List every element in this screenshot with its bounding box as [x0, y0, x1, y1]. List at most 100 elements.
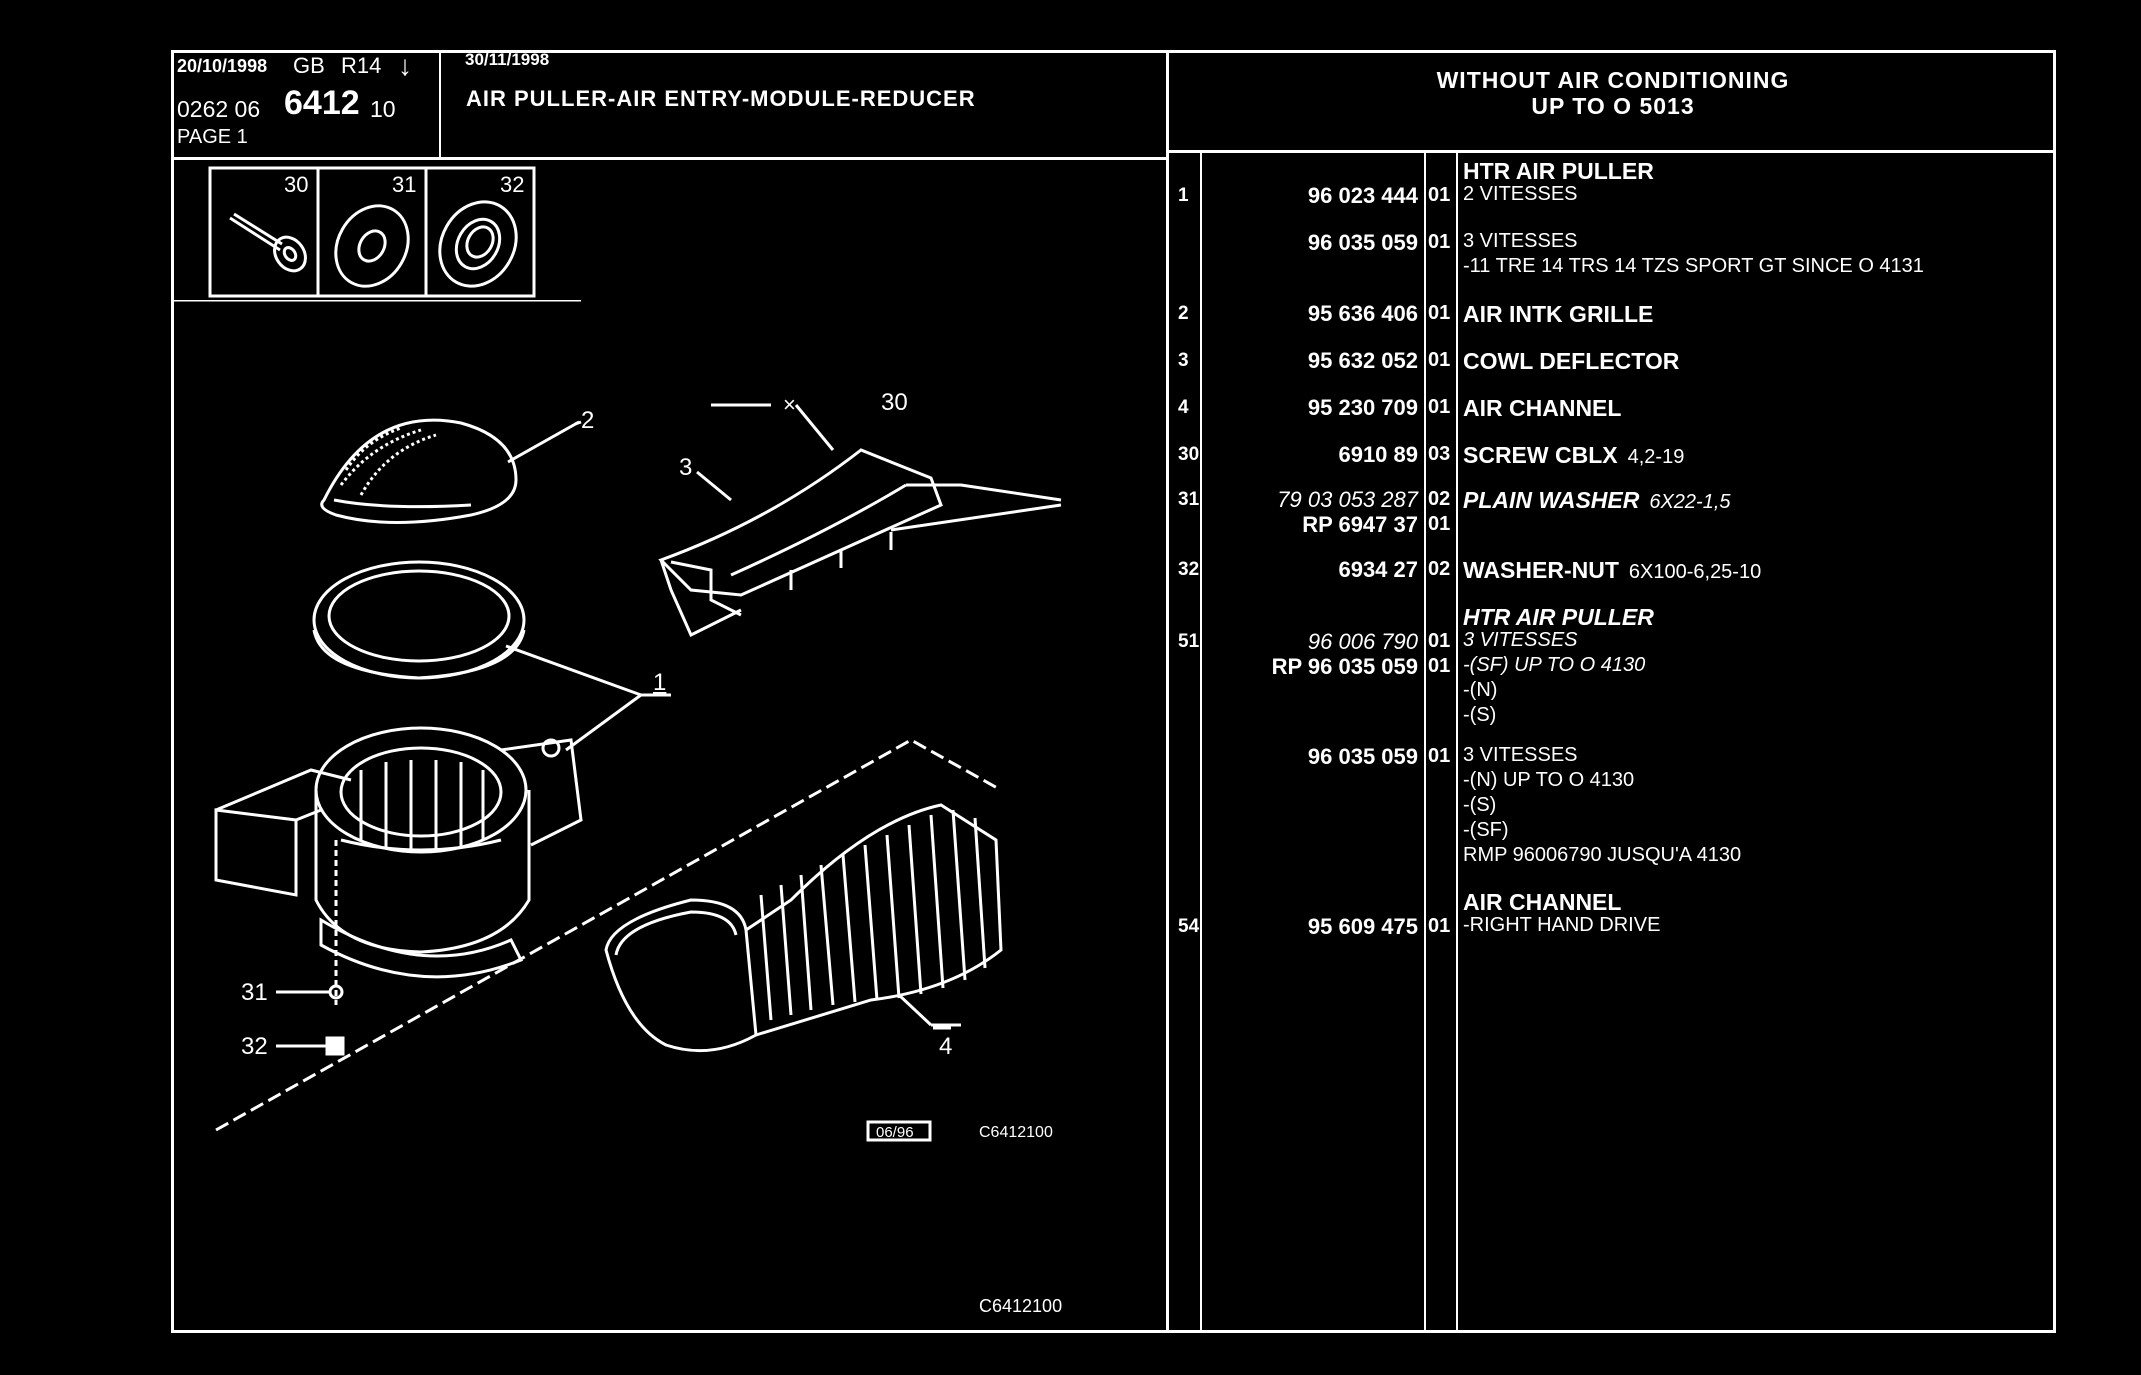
part-variant: 01 — [1428, 302, 1451, 324]
col-divider-variant-right — [1456, 150, 1458, 1333]
part-description-extra: 6X22-1,5 — [1649, 491, 1731, 513]
part-note: -(SF) — [1463, 819, 1509, 841]
callout-30: 30 — [881, 389, 908, 416]
part-description-extra: 4,2-19 — [1627, 446, 1685, 468]
header-divider — [439, 50, 441, 158]
part-variant: 01 — [1428, 915, 1451, 937]
stamp-ref: C6412100 — [979, 1124, 1053, 1141]
part-description: AIR CHANNEL — [1463, 395, 1622, 421]
part-variant: 01 — [1428, 349, 1451, 371]
exploded-parts-diagram: 2 3 30 1 31 32 4 × 06/96 C6412100 C64121… — [171, 300, 1062, 1316]
part-description-text: WASHER-NUT — [1463, 557, 1619, 583]
condition-line-1: WITHOUT AIR CONDITIONING — [1436, 67, 1790, 93]
revision-arrow-icon: ↓ — [398, 50, 412, 81]
blower-housing-drawing — [214, 726, 583, 979]
part-variant-replacement: 01 — [1428, 655, 1451, 677]
callout-1: 1 — [653, 669, 666, 696]
col-divider-variant-left — [1424, 150, 1426, 1333]
part-variant: 01 — [1428, 184, 1451, 206]
inset-label-30: 30 — [284, 172, 308, 197]
part-item-number: 2 — [1178, 303, 1189, 324]
part-number: 95 230 709 — [1307, 395, 1418, 420]
header-rule-right — [1168, 150, 2056, 153]
part-description: WASHER-NUT 6X100-6,25-10 — [1463, 557, 1761, 584]
stamp-date: 06/96 — [876, 1124, 914, 1141]
header-page: PAGE 1 — [177, 126, 248, 148]
part-variant-replacement: 01 — [1428, 513, 1451, 535]
part-number: 96 023 444 — [1307, 183, 1418, 208]
air-channel-drawing — [604, 803, 1003, 1053]
part-variant: 01 — [1428, 231, 1451, 253]
header-ref-main: 6412 — [284, 84, 360, 122]
part-note: -RIGHT HAND DRIVE — [1463, 914, 1661, 936]
header-rule-left — [171, 157, 1168, 160]
part-note: -(S) — [1463, 794, 1497, 816]
callout-3: 3 — [679, 454, 692, 481]
part-number: 95 632 052 — [1307, 348, 1418, 373]
part-description: PLAIN WASHER 6X22-1,5 — [1463, 487, 1731, 514]
condition-line-2: UP TO O 5013 — [1531, 93, 1695, 119]
part-number: 95 636 406 — [1307, 301, 1418, 326]
part-variant: 01 — [1428, 396, 1451, 418]
part-note: RMP 96006790 JUSQU'A 4130 — [1463, 844, 1742, 866]
cross-marker-icon: × — [783, 392, 796, 417]
part-note: 2 VITESSES — [1463, 183, 1578, 205]
plain-washer-icon — [334, 204, 410, 288]
callout-4: 4 — [939, 1033, 952, 1060]
inset-parts-box: 30 31 32 — [208, 166, 536, 298]
part-note: 3 VITESSES — [1463, 744, 1578, 766]
part-number: 6934 27 — [1338, 557, 1418, 582]
ring-seal-drawing — [312, 560, 526, 680]
catalog-frame — [171, 50, 2056, 1333]
part-variant: 01 — [1428, 630, 1451, 652]
washer-nut-icon — [438, 200, 518, 288]
air-intake-grille-drawing — [320, 418, 518, 524]
callout-31: 31 — [241, 979, 268, 1006]
inset-label-32: 32 — [500, 172, 524, 197]
part-description: AIR CHANNEL — [1463, 889, 1622, 915]
part-number-replacement: RP 6947 37 — [1302, 512, 1418, 537]
part-note: -(SF) UP TO O 4130 — [1463, 654, 1646, 676]
part-note: 3 VITESSES — [1463, 230, 1578, 252]
part-description-extra: 6X100-6,25-10 — [1628, 561, 1762, 583]
header-ref-prefix: 0262 06 — [177, 96, 261, 122]
part-number: 96 035 059 — [1307, 230, 1418, 255]
part-number: 95 609 475 — [1307, 914, 1418, 939]
part-item-number: 51 — [1178, 631, 1200, 652]
header-ref-suffix: 10 — [370, 96, 396, 122]
header-date: 20/10/1998 — [177, 56, 268, 76]
part-description: COWL DEFLECTOR — [1463, 348, 1680, 374]
part-description-text: SCREW CBLX — [1463, 442, 1618, 468]
part-description: SCREW CBLX 4,2-19 — [1463, 442, 1684, 469]
page-title: AIR PULLER-AIR ENTRY-MODULE-REDUCER — [466, 86, 976, 111]
part-number: 6910 89 — [1338, 442, 1418, 467]
callout-2: 2 — [581, 407, 594, 434]
part-number: 96 035 059 — [1307, 744, 1418, 769]
title-date: 30/11/1998 — [465, 50, 550, 69]
part-variant: 03 — [1428, 443, 1451, 465]
part-description: HTR AIR PULLER — [1463, 604, 1654, 630]
header-rev: R14 — [341, 53, 382, 78]
header-lang: GB — [293, 53, 325, 78]
cowl-deflector-drawing — [658, 448, 1062, 638]
part-note: -(N) — [1463, 679, 1498, 701]
part-item-number: 3 — [1178, 350, 1189, 371]
part-note: -(N) UP TO O 4130 — [1463, 769, 1635, 791]
bottom-ref: C6412100 — [979, 1296, 1062, 1316]
part-note: -(S) — [1463, 704, 1497, 726]
part-item-number: 4 — [1178, 397, 1189, 418]
part-number-replacement: RP 96 035 059 — [1271, 654, 1418, 679]
part-number: 79 03 053 287 — [1277, 487, 1418, 512]
part-description: HTR AIR PULLER — [1463, 158, 1654, 184]
part-note: -11 TRE 14 TRS 14 TZS SPORT GT SINCE O 4… — [1463, 255, 1924, 277]
part-note: 3 VITESSES — [1463, 629, 1578, 651]
part-number: 96 006 790 — [1307, 629, 1418, 654]
part-item-number: 30 — [1178, 444, 1200, 465]
inset-label-31: 31 — [392, 172, 416, 197]
part-item-number: 54 — [1178, 916, 1200, 937]
part-description: AIR INTK GRILLE — [1463, 301, 1654, 327]
column-divider-main — [1166, 50, 1169, 1333]
part-item-number: 1 — [1178, 185, 1189, 206]
col-divider-item — [1200, 150, 1202, 1333]
part-description-text: PLAIN WASHER — [1463, 487, 1640, 513]
